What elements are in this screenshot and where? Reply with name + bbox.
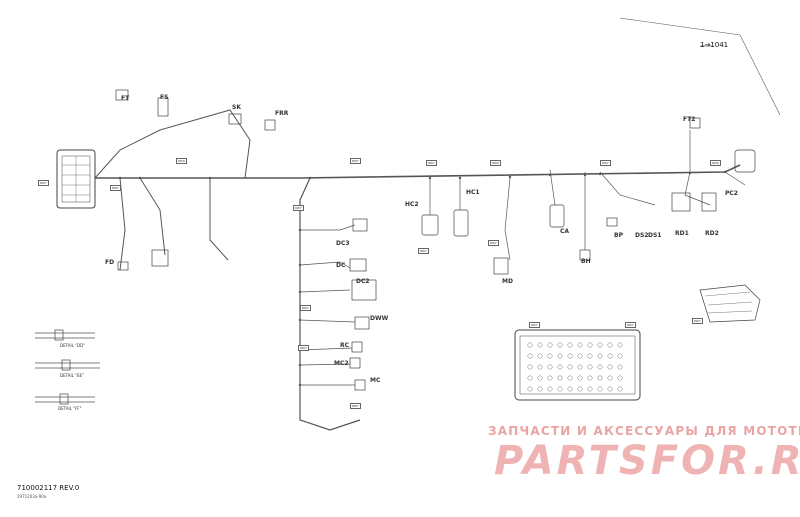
callout-tag: 8W9 [710,160,721,166]
watermark-logo: PARTSFOR.RU [494,438,800,484]
reference-leader [619,17,781,116]
connector-code-mc: MC [370,377,381,384]
harness-down-main [299,177,361,431]
connector-code-hc1: HC1 [466,189,480,196]
branch-md [504,177,511,261]
connector-ft2 [689,117,701,129]
connector-code-md: MD [502,278,513,285]
branch-mc2 [299,363,351,366]
callout-tag: 8W9 [490,160,501,166]
callout-tag: 8W7 [529,322,540,328]
drawing-code: 2971203a-90a [17,494,47,499]
connector-code-ca: CA [560,228,570,235]
connector-code-sk: SK [232,104,241,111]
detail-ee-drawing [35,359,100,371]
connector-code-rc: RC [340,342,350,349]
reference-label: 1→1041 [700,41,729,49]
callout-tag: 8W7 [625,322,636,328]
connector-rc [351,341,363,353]
callout-tag: 8W7 [488,240,499,246]
connector-code-ft2: FT2 [683,116,696,123]
detail-dd-drawing [35,329,95,341]
connector-md [493,257,509,275]
connector-code-dc3: DC3 [336,240,350,247]
connector-frr [264,119,276,131]
connector-mc2 [349,357,361,369]
watermark-tagline: ЗАПЧАСТИ И АКСЕССУАРЫ ДЛЯ МОТОТЕХНИКИ [488,424,800,438]
detail-ff-drawing [35,393,95,405]
connector-code-fs: FS [160,94,169,101]
connector-code-ds1: DS1 [648,232,662,239]
connector-mc [354,379,366,391]
detail-dd-label: DETAIL "DD" [60,343,85,348]
connector-code-rd2: RD2 [705,230,719,237]
callout-tag: 8W7 [692,318,703,324]
callout-tag: 8W7 [110,185,121,191]
callout-tag: 8W7 [350,158,361,164]
detail-ee-label: DETAIL "EE" [60,373,84,378]
callout-tag: 8W9 [176,158,187,164]
connector-pc2 [734,149,756,173]
branch-dc3 [300,224,356,231]
connector-code-dww: DWW [370,315,389,322]
connector-code-pc2: PC2 [725,190,738,197]
connector-code-fd: FD [105,259,115,266]
callout-tag: 8W7 [426,160,437,166]
connector-code-bp: BP [614,232,623,239]
connector-dc3 [352,218,368,232]
callout-tag: 8W7 [350,403,361,409]
connector-dc [349,258,367,272]
harness-upper-branch [94,109,251,179]
ecu-connector-side [699,284,761,323]
connector-dc2 [351,279,377,301]
branch-pc2 [724,171,746,186]
connector-rd1 [671,192,691,212]
ecu-pinout-face [514,329,641,401]
connector-code-ds2: DS2 [635,232,649,239]
fuse-box-connector [56,149,96,209]
connector-code-mc2: MC2 [334,360,349,367]
callout-tag: 8W7 [600,160,611,166]
main-harness-trunk [95,164,741,179]
connector-code-hc2: HC2 [405,201,419,208]
connector-code-dc: DC [336,262,346,269]
connector-hc1 [453,209,469,237]
connector-left-mid [151,249,169,267]
branch-dww [299,319,356,323]
connector-bp [606,217,618,227]
connector-bh [579,249,591,261]
connector-hc [421,214,439,236]
branch-dc2 [299,289,351,293]
connector-rd2 [701,192,717,212]
harness-left-branch [119,177,126,271]
part-number: 710002117 REV.0 [17,484,80,492]
ecu-pins [527,342,623,392]
callout-tag: 8W7 [293,205,304,211]
branch-rd [684,171,711,206]
connector-code-dc2: DC2 [356,278,370,285]
callout-tag: 8W7 [418,248,429,254]
callout-tag: 8W7 [300,305,311,311]
connector-code-ft: FT [121,95,130,102]
callout-tag: 8W7 [38,180,49,186]
connector-fd [117,261,129,271]
junction-dots [118,170,727,387]
connector-code-rd1: RD1 [675,230,689,237]
detail-ff-label: DETAIL "FF" [58,406,82,411]
harness-drop-center [209,178,229,261]
connector-ft [115,89,129,101]
connector-code-frr: FRR [275,110,289,117]
callout-tag: 8W7 [298,345,309,351]
harness-left-branch-2 [139,177,166,256]
branch-dc [299,261,351,269]
branch-bp-ds [599,171,656,206]
connector-ca [549,204,565,228]
connector-code-bh: BH [581,258,591,265]
connector-sk [228,113,242,125]
connector-fs [157,97,169,117]
connector-dww [354,316,370,330]
